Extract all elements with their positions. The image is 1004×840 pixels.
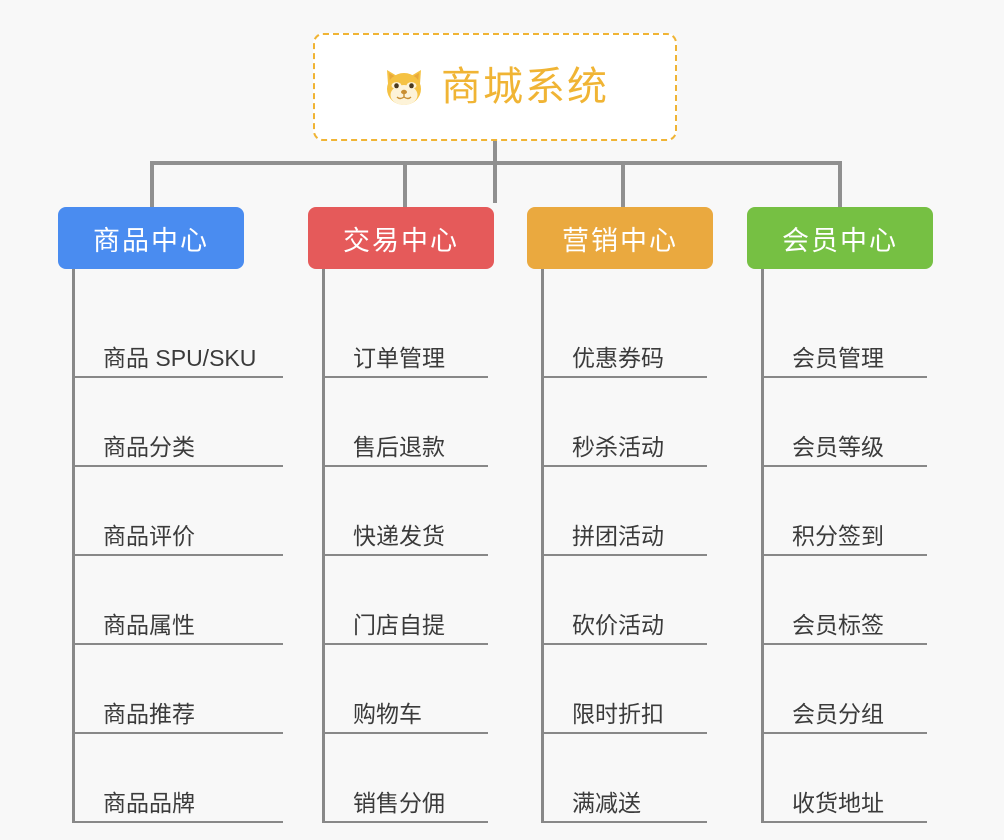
category-column: 营销中心优惠券码秒杀活动拼团活动砍价活动限时折扣满减送 — [527, 207, 713, 823]
leaf-item[interactable]: 售后退款 — [325, 378, 494, 467]
leaf-item[interactable]: 积分签到 — [764, 467, 933, 556]
leaf-item[interactable]: 会员等级 — [764, 378, 933, 467]
leaf-item[interactable]: 商品 SPU/SKU — [75, 289, 283, 378]
category-header[interactable]: 营销中心 — [527, 207, 713, 269]
leaf-item-underline — [325, 376, 488, 378]
leaf-item-label: 快递发货 — [353, 522, 445, 549]
leaf-item-label: 商品推荐 — [103, 700, 195, 727]
category-items: 会员管理会员等级积分签到会员标签会员分组收货地址 — [761, 269, 933, 823]
leaf-item[interactable]: 商品属性 — [75, 556, 283, 645]
leaf-item-underline — [544, 554, 707, 556]
leaf-item-underline — [325, 732, 488, 734]
leaf-item[interactable]: 商品分类 — [75, 378, 283, 467]
leaf-item[interactable]: 商品品牌 — [75, 734, 283, 823]
leaf-item-underline — [544, 821, 707, 823]
leaf-item[interactable]: 销售分佣 — [325, 734, 494, 823]
leaf-item[interactable]: 限时折扣 — [544, 645, 713, 734]
leaf-item-underline — [325, 643, 488, 645]
category-header-label: 营销中心 — [562, 225, 678, 256]
leaf-item-underline — [544, 643, 707, 645]
leaf-item-label: 优惠券码 — [572, 344, 664, 371]
leaf-item-underline — [75, 376, 283, 378]
leaf-item[interactable]: 秒杀活动 — [544, 378, 713, 467]
leaf-item-underline — [544, 465, 707, 467]
leaf-item-label: 拼团活动 — [572, 522, 664, 549]
leaf-item-underline — [764, 821, 927, 823]
leaf-item[interactable]: 商品评价 — [75, 467, 283, 556]
leaf-item-label: 商品评价 — [103, 522, 195, 549]
leaf-item[interactable]: 商品推荐 — [75, 645, 283, 734]
root-title: 商城系统 — [441, 65, 609, 109]
leaf-item-label: 满减送 — [572, 789, 641, 816]
leaf-item[interactable]: 拼团活动 — [544, 467, 713, 556]
leaf-item-underline — [544, 376, 707, 378]
leaf-item-label: 售后退款 — [353, 433, 445, 460]
leaf-item-label: 商品 SPU/SKU — [103, 344, 257, 371]
category-column: 会员中心会员管理会员等级积分签到会员标签会员分组收货地址 — [747, 207, 933, 823]
leaf-item[interactable]: 满减送 — [544, 734, 713, 823]
root-node[interactable]: 商城系统 — [313, 33, 677, 141]
leaf-item-label: 积分签到 — [792, 522, 884, 549]
connector-drop-4 — [838, 161, 842, 207]
connector-drop-1 — [150, 161, 154, 207]
leaf-item[interactable]: 优惠券码 — [544, 289, 713, 378]
leaf-item[interactable]: 会员标签 — [764, 556, 933, 645]
category-items: 优惠券码秒杀活动拼团活动砍价活动限时折扣满减送 — [541, 269, 713, 823]
category-items: 商品 SPU/SKU 商品分类商品评价商品属性商品推荐商品品牌 — [72, 269, 283, 823]
leaf-item-label: 会员管理 — [792, 344, 884, 371]
leaf-item-label: 限时折扣 — [572, 700, 664, 727]
leaf-item-underline — [325, 554, 488, 556]
dog-face-icon — [381, 64, 427, 110]
leaf-item-label: 销售分佣 — [353, 789, 445, 816]
leaf-item-underline — [75, 643, 283, 645]
leaf-item-label: 会员标签 — [792, 611, 884, 638]
category-column: 交易中心订单管理售后退款快递发货门店自提购物车销售分佣 — [308, 207, 494, 823]
category-header-label: 会员中心 — [782, 225, 898, 256]
leaf-item[interactable]: 会员管理 — [764, 289, 933, 378]
connector-drop-2 — [403, 161, 407, 207]
leaf-item-underline — [325, 821, 488, 823]
leaf-item-underline — [544, 732, 707, 734]
leaf-item-underline — [764, 732, 927, 734]
leaf-item-label: 购物车 — [353, 700, 422, 727]
leaf-item-label: 砍价活动 — [572, 611, 664, 638]
leaf-item-underline — [325, 465, 488, 467]
leaf-item-label: 会员分组 — [792, 700, 884, 727]
leaf-item-underline — [764, 465, 927, 467]
leaf-item-label: 收货地址 — [792, 789, 884, 816]
leaf-item[interactable]: 收货地址 — [764, 734, 933, 823]
leaf-item-label: 商品属性 — [103, 611, 195, 638]
leaf-item-label: 门店自提 — [353, 611, 445, 638]
leaf-item[interactable]: 订单管理 — [325, 289, 494, 378]
leaf-item[interactable]: 快递发货 — [325, 467, 494, 556]
connector-root-stem — [493, 141, 497, 203]
category-header[interactable]: 商品中心 — [58, 207, 244, 269]
leaf-item-underline — [764, 554, 927, 556]
leaf-item[interactable]: 购物车 — [325, 645, 494, 734]
leaf-item-underline — [75, 821, 283, 823]
leaf-item-label: 会员等级 — [792, 433, 884, 460]
leaf-item[interactable]: 会员分组 — [764, 645, 933, 734]
leaf-item-underline — [764, 643, 927, 645]
leaf-item-underline — [75, 465, 283, 467]
leaf-item-label: 商品分类 — [103, 433, 195, 460]
leaf-item[interactable]: 门店自提 — [325, 556, 494, 645]
leaf-item-label: 订单管理 — [353, 344, 445, 371]
connector-drop-3 — [621, 161, 625, 207]
leaf-item-label: 商品品牌 — [103, 789, 195, 816]
category-header[interactable]: 会员中心 — [747, 207, 933, 269]
leaf-item-underline — [75, 554, 283, 556]
category-header-label: 商品中心 — [93, 225, 209, 256]
category-header-label: 交易中心 — [343, 225, 459, 256]
leaf-item[interactable]: 砍价活动 — [544, 556, 713, 645]
leaf-item-underline — [764, 376, 927, 378]
connector-horizontal-bus — [150, 161, 840, 165]
leaf-item-label: 秒杀活动 — [572, 433, 664, 460]
category-items: 订单管理售后退款快递发货门店自提购物车销售分佣 — [322, 269, 494, 823]
category-header[interactable]: 交易中心 — [308, 207, 494, 269]
leaf-item-underline — [75, 732, 283, 734]
category-column: 商品中心商品 SPU/SKU 商品分类商品评价商品属性商品推荐商品品牌 — [58, 207, 283, 823]
